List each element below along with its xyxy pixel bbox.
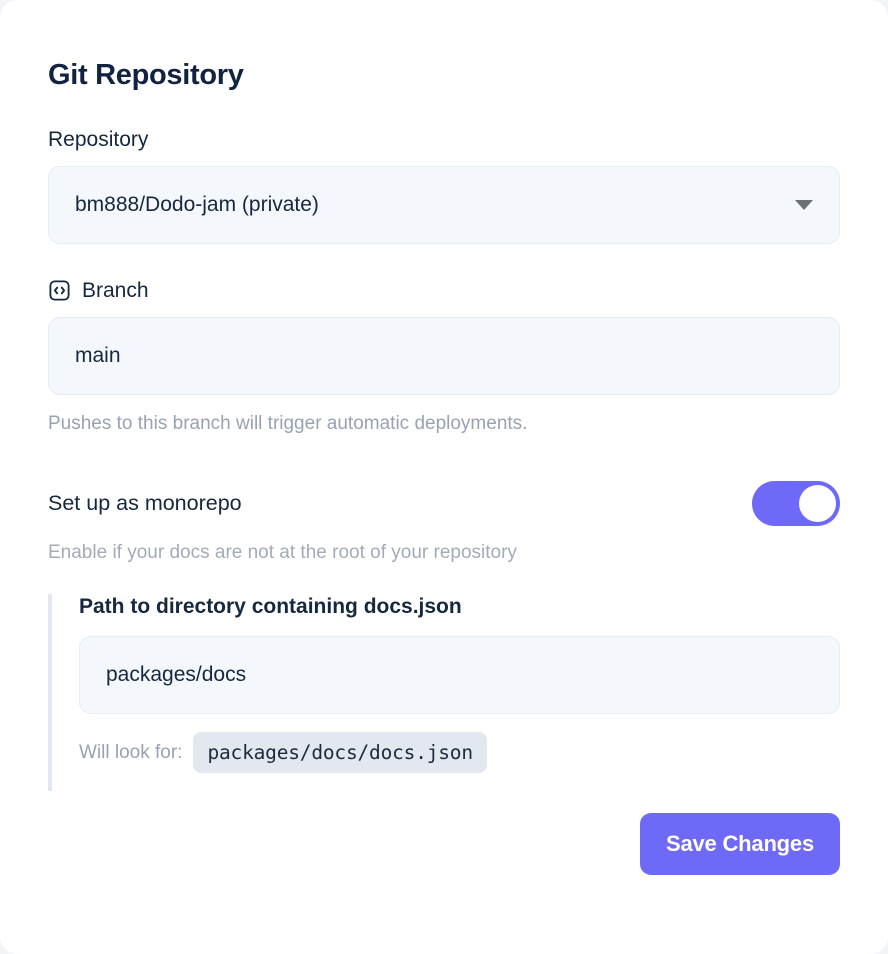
repository-selected-value: bm888/Dodo-jam (private) [75, 192, 319, 216]
monorepo-toggle-row: Set up as monorepo [48, 480, 840, 526]
repository-field: Repository bm888/Dodo-jam (private) [48, 127, 840, 244]
monorepo-path-panel: Path to directory containing docs.json p… [48, 593, 840, 792]
will-look-for-path: packages/docs/docs.json [193, 732, 487, 774]
branch-label: Branch [48, 278, 840, 303]
branch-helper-text: Pushes to this branch will trigger autom… [48, 413, 528, 435]
path-input[interactable]: packages/docs [79, 636, 840, 715]
branch-input[interactable]: main [48, 317, 840, 396]
path-input-value: packages/docs [106, 663, 247, 687]
toggle-knob [799, 484, 836, 522]
monorepo-helper-text: Enable if your docs are not at the root … [48, 541, 517, 563]
branch-input-value: main [75, 344, 121, 368]
will-look-for-label: Will look for: [79, 741, 183, 763]
monorepo-toggle[interactable] [752, 480, 840, 526]
card-footer: Save Changes [48, 813, 840, 876]
repository-label: Repository [48, 127, 840, 152]
save-changes-button[interactable]: Save Changes [639, 813, 840, 876]
page-title: Git Repository [48, 59, 244, 91]
branch-label-text: Branch [82, 278, 149, 302]
will-look-for-row: Will look for: packages/docs/docs.json [79, 732, 840, 774]
card-content: Git Repository Repository bm888/Dodo-jam… [48, 59, 840, 876]
chevron-down-icon[interactable] [795, 199, 813, 210]
monorepo-title: Set up as monorepo [48, 490, 242, 515]
path-label: Path to directory containing docs.json [79, 594, 462, 618]
branch-field: Branch main Pushes to this branch will t… [48, 278, 840, 437]
code-brackets-icon [48, 279, 71, 302]
repository-label-text: Repository [48, 127, 149, 151]
repository-select[interactable]: bm888/Dodo-jam (private) [48, 165, 840, 244]
